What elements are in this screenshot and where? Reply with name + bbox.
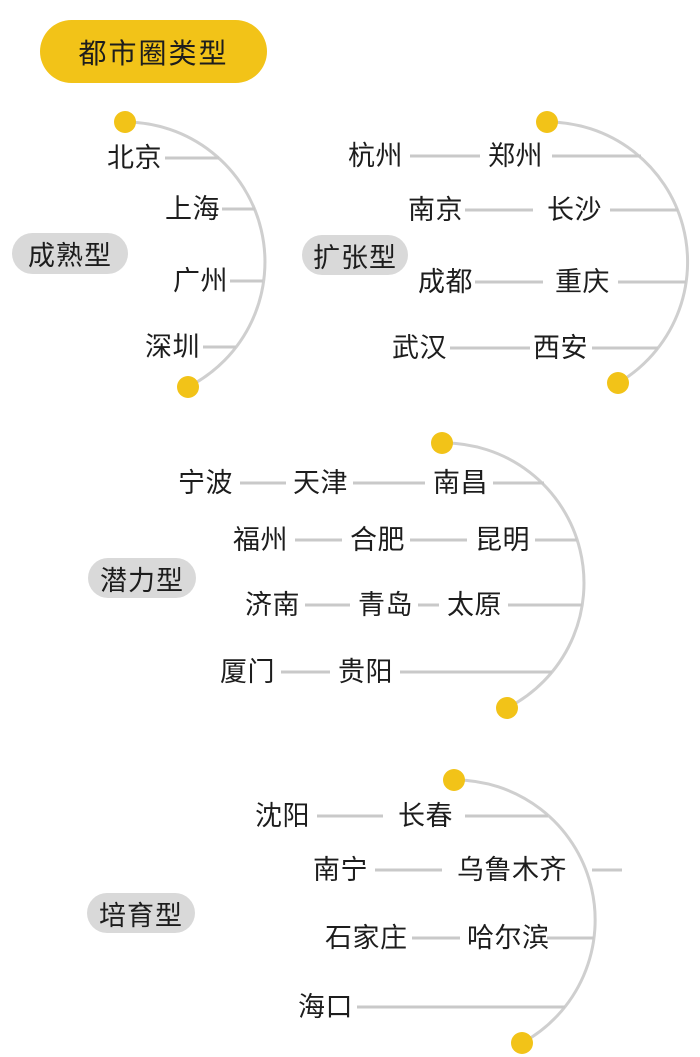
city-label: 南宁 [313, 855, 368, 885]
arc-endpoint-dot [443, 769, 465, 791]
arc-endpoint-dot [607, 372, 629, 394]
arc-endpoint-dot [536, 111, 558, 133]
city-label: 青岛 [358, 590, 413, 620]
category-pill-potential: 潜力型 [88, 558, 196, 598]
category-pill-mature: 成熟型 [12, 233, 128, 274]
city-label: 昆明 [475, 525, 530, 555]
category-label: 成熟型 [28, 241, 112, 271]
city-label: 天津 [293, 468, 348, 498]
city-label: 西安 [533, 333, 588, 363]
arc-endpoint-dot [114, 111, 136, 133]
city-label: 厦门 [220, 657, 275, 687]
arc-curve-mature [124, 120, 267, 389]
arc-curve-cultivation [453, 778, 597, 1045]
city-label: 哈尔滨 [467, 923, 550, 953]
city-label: 海口 [298, 992, 353, 1022]
city-label: 郑州 [488, 141, 543, 171]
city-label: 济南 [245, 590, 300, 620]
category-pill-expansion: 扩张型 [302, 235, 408, 275]
city-label: 长沙 [547, 195, 602, 225]
arc-endpoint-dot [431, 432, 453, 454]
city-label: 合肥 [350, 525, 405, 555]
city-label: 广州 [173, 266, 228, 296]
arc-endpoint-dot [511, 1032, 533, 1054]
city-label: 成都 [418, 267, 473, 297]
diagram-title: 都市圈类型 [78, 37, 229, 69]
arc-endpoint-dot [496, 697, 518, 719]
city-label: 贵阳 [338, 657, 393, 687]
city-label: 杭州 [348, 141, 403, 171]
category-label: 培育型 [99, 900, 183, 931]
diagram-title-badge: 都市圈类型 [40, 20, 267, 83]
category-label: 潜力型 [100, 565, 184, 596]
city-label: 南昌 [433, 468, 488, 498]
city-label: 长春 [398, 801, 453, 831]
city-label: 福州 [233, 525, 288, 555]
category-pill-cultivation: 培育型 [87, 893, 195, 933]
city-label: 沈阳 [255, 801, 310, 831]
city-label: 重庆 [555, 267, 610, 297]
arc-endpoint-dot [177, 376, 199, 398]
city-label: 上海 [165, 194, 220, 224]
city-label: 乌鲁木齐 [457, 855, 567, 885]
city-label: 南京 [408, 195, 463, 225]
city-label: 石家庄 [325, 923, 408, 953]
city-label: 武汉 [392, 333, 447, 363]
city-label: 深圳 [145, 332, 200, 362]
arc-curve-expansion [546, 120, 690, 385]
city-label: 北京 [107, 143, 162, 173]
city-label: 宁波 [178, 468, 233, 498]
city-label: 太原 [447, 590, 502, 620]
category-label: 扩张型 [313, 242, 397, 273]
